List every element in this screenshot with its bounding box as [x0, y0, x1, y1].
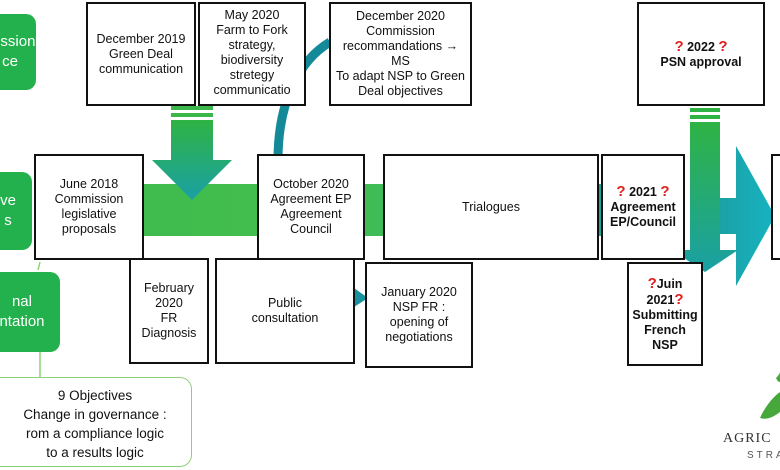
left-label-middle: ve s [0, 172, 32, 250]
logo-tagline: STRA [747, 450, 780, 461]
event-feb-2020: February 2020 FR Diagnosis [129, 258, 209, 364]
logo-leaf-icon [760, 392, 780, 419]
question-mark: ? [647, 274, 657, 292]
question-mark: ? [660, 183, 670, 200]
event-dec-2019: December 2019 Green Deal communication [86, 2, 196, 106]
objectives-note: 9 Objectives Change in governance : rom … [23, 388, 167, 460]
objectives-note-frame [0, 377, 192, 467]
down-arrow-dec2019 [152, 120, 232, 200]
question-mark: ? [718, 37, 728, 55]
event-cut-off-right [771, 154, 780, 260]
event-june-2021: ?Juin 2021? Submitting French NSP [627, 262, 703, 366]
left-label-bottom: nal ntation [0, 272, 60, 352]
logo-name: AGRIC [723, 431, 772, 446]
left-label-top: mission ce [0, 14, 36, 90]
down-arrow-psn [672, 122, 738, 272]
question-mark: ? [674, 290, 684, 308]
event-june-2018: June 2018 Commission legislative proposa… [34, 154, 144, 260]
event-may-2020: May 2020 Farm to Fork strategy, biodiver… [198, 2, 306, 106]
question-mark: ? [674, 37, 684, 55]
event-jan-2020: January 2020 NSP FR : opening of negotia… [365, 262, 473, 368]
event-agreement-2021: ? 2021 ? Agreement EP/Council [601, 154, 685, 260]
event-public-consultation: Public consultation [215, 258, 355, 364]
event-oct-2020: October 2020 Agreement EP Agreement Coun… [257, 154, 365, 260]
question-mark: ? [616, 183, 626, 200]
event-trialogues: Trialogues [383, 154, 599, 260]
event-psn-approval: ? 2022 ? PSN approval [637, 2, 765, 106]
event-dec-2020: December 2020 Commission recommandations… [329, 2, 472, 106]
timeline-arrowhead [700, 146, 775, 286]
